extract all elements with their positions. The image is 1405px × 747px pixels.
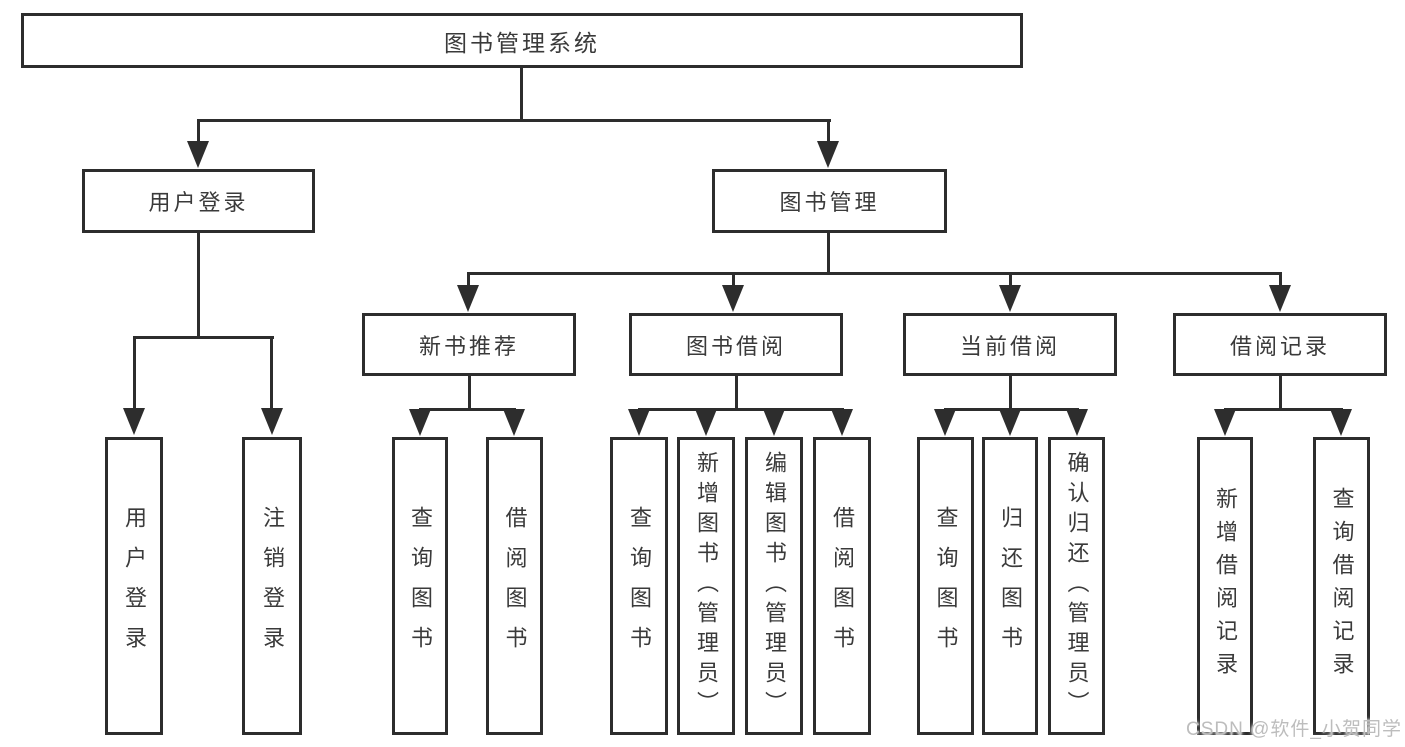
leaf-label: 查询图书 [408, 506, 433, 666]
leaf-user-login: 用户登录 [105, 437, 163, 735]
connector-line [197, 119, 200, 144]
node-book-borrowing: 图书借阅 [629, 313, 843, 376]
leaf-label: 用户登录 [122, 506, 147, 666]
node-new-book-recommendation: 新书推荐 [362, 313, 576, 376]
arrow-down-icon [1330, 409, 1352, 436]
connector-line [1224, 408, 1343, 411]
leaf-query-books: 查询图书 [392, 437, 448, 735]
arrow-down-icon [722, 285, 744, 312]
node-borrowing-records: 借阅记录 [1173, 313, 1387, 376]
arrow-down-icon [763, 409, 785, 436]
connector-line [133, 336, 274, 339]
leaf-label: 确认归还（管理员） [1064, 451, 1090, 721]
connector-line [638, 408, 844, 411]
leaf-label: 归还图书 [998, 506, 1023, 666]
arrow-down-icon [695, 409, 717, 436]
connector-line [270, 336, 273, 410]
leaf-add-borrow-record: 新增借阅记录 [1197, 437, 1253, 735]
arrow-down-icon [1269, 285, 1291, 312]
leaf-add-books-admin: 新增图书（管理员） [677, 437, 735, 735]
connector-line [1279, 272, 1282, 288]
arrow-down-icon [503, 409, 525, 436]
leaf-query-borrow-record: 查询借阅记录 [1313, 437, 1370, 735]
leaf-query-books: 查询图书 [917, 437, 974, 735]
leaf-label: 新增图书（管理员） [694, 451, 719, 721]
node-user-login: 用户登录 [82, 169, 315, 233]
connector-line [827, 233, 830, 272]
csdn-watermark: CSDN @软件_小贺同学 [1186, 719, 1402, 740]
arrow-down-icon [999, 285, 1021, 312]
arrow-down-icon [1066, 409, 1088, 436]
connector-line [419, 408, 516, 411]
connector-line [197, 119, 831, 122]
connector-line [732, 272, 735, 288]
leaf-borrow-books: 借阅图书 [486, 437, 543, 735]
leaf-label: 查询图书 [933, 506, 959, 666]
connector-line [520, 67, 523, 119]
leaf-return-books: 归还图书 [982, 437, 1038, 735]
connector-line [467, 272, 1282, 275]
arrow-down-icon [187, 141, 209, 168]
arrow-down-icon [831, 409, 853, 436]
leaf-borrow-books: 借阅图书 [813, 437, 871, 735]
arrow-down-icon [999, 409, 1021, 436]
leaf-label: 借阅图书 [502, 506, 528, 666]
node-current-borrowing: 当前借阅 [903, 313, 1117, 376]
node-library-management-system: 图书管理系统 [21, 13, 1023, 68]
leaf-confirm-return-admin: 确认归还（管理员） [1048, 437, 1105, 735]
arrow-down-icon [817, 141, 839, 168]
leaf-label: 新增借阅记录 [1213, 487, 1238, 685]
connector-line [827, 119, 830, 144]
arrow-down-icon [1214, 409, 1236, 436]
arrow-down-icon [409, 409, 431, 436]
connector-line [133, 336, 136, 410]
connector-line [1009, 272, 1012, 288]
leaf-logout: 注销登录 [242, 437, 302, 735]
leaf-query-books: 查询图书 [610, 437, 668, 735]
arrow-down-icon [934, 409, 956, 436]
leaf-label: 注销登录 [260, 506, 285, 666]
leaf-label: 借阅图书 [830, 506, 855, 666]
connector-line [1279, 376, 1282, 408]
leaf-edit-books-admin: 编辑图书（管理员） [745, 437, 803, 735]
leaf-label: 查询图书 [627, 506, 652, 666]
connector-line [1009, 376, 1012, 408]
arrow-down-icon [123, 408, 145, 435]
arrow-down-icon [261, 408, 283, 435]
connector-line [468, 376, 471, 408]
leaf-label: 编辑图书（管理员） [762, 451, 787, 721]
connector-line [467, 272, 470, 288]
arrow-down-icon [457, 285, 479, 312]
leaf-label: 查询借阅记录 [1329, 487, 1355, 685]
connector-line [197, 233, 200, 336]
connector-line [735, 376, 738, 408]
arrow-down-icon [628, 409, 650, 436]
node-book-management: 图书管理 [712, 169, 947, 233]
